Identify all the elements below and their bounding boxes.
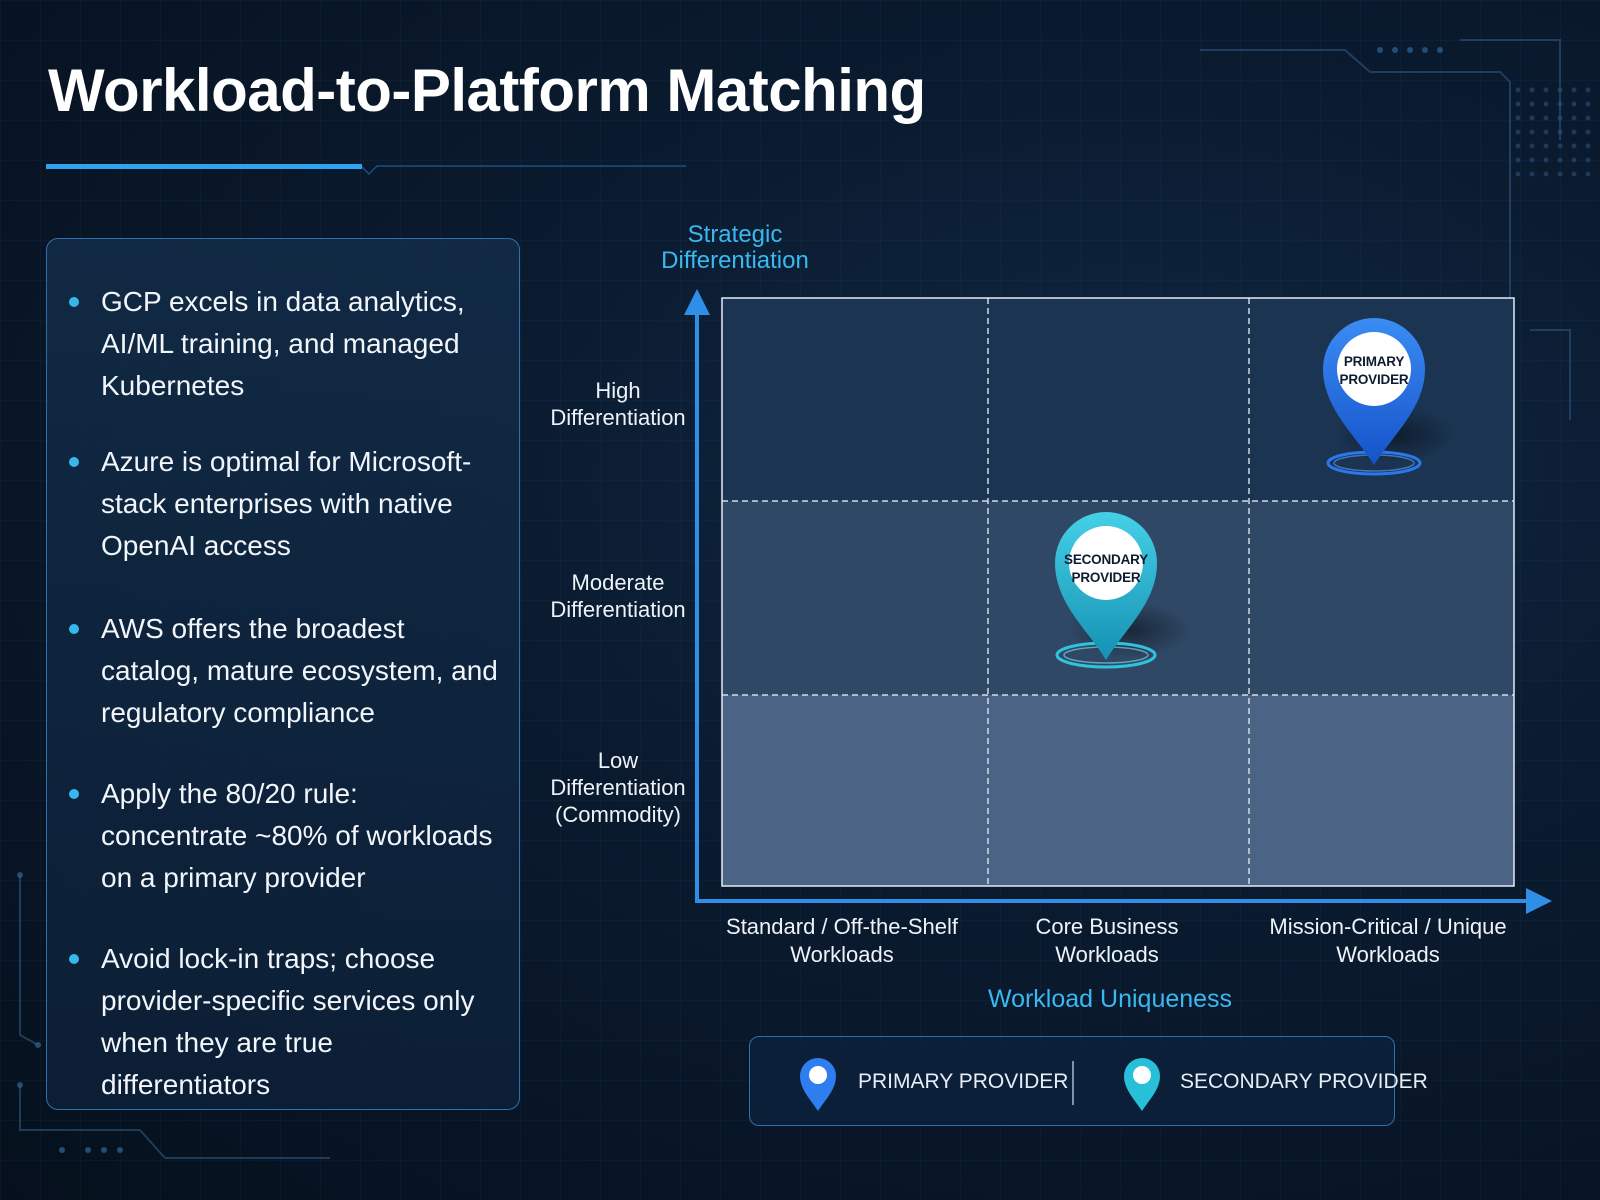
page-title: Workload-to-Platform Matching bbox=[48, 57, 926, 124]
bullet-dot-icon bbox=[69, 297, 79, 307]
bullet-item: Apply the 80/20 rule: concentrate ~80% o… bbox=[69, 773, 499, 899]
column-label-line: Workloads bbox=[1336, 942, 1440, 967]
y-axis-title: Strategic Differentiation bbox=[660, 222, 810, 274]
bullet-dot-icon bbox=[69, 457, 79, 467]
row-label-line: Differentiation bbox=[550, 775, 686, 800]
matrix-border bbox=[721, 297, 1515, 887]
primary-marker-label: Provider bbox=[1340, 372, 1409, 387]
bullet-item: Avoid lock-in traps; choose provider-spe… bbox=[69, 938, 499, 1106]
bullet-item: Azure is optimal for Microsoft-stack ent… bbox=[69, 441, 499, 567]
column-label-line: Standard / Off-the-Shelf bbox=[726, 914, 958, 939]
primary-pin-icon bbox=[800, 1058, 836, 1111]
y-axis-title-line: Differentiation bbox=[661, 247, 809, 274]
row-label-moderate: Moderate Differentiation bbox=[540, 569, 696, 623]
bullet-text: GCP excels in data analytics, AI/ML trai… bbox=[101, 286, 465, 401]
secondary-marker-label: Provider bbox=[1072, 570, 1141, 585]
column-label-mission-critical: Mission-Critical / Unique Workloads bbox=[1268, 913, 1508, 969]
title-underline bbox=[46, 164, 686, 176]
row-label-line: Differentiation bbox=[550, 597, 686, 622]
bullet-text: Azure is optimal for Microsoft-stack ent… bbox=[101, 446, 472, 561]
column-label-line: Workloads bbox=[1055, 942, 1159, 967]
column-label-standard: Standard / Off-the-Shelf Workloads bbox=[722, 913, 962, 969]
bullet-panel: GCP excels in data analytics, AI/ML trai… bbox=[46, 238, 520, 1110]
legend-primary-label: Primary Provider bbox=[858, 1070, 1069, 1093]
column-label-line: Mission-Critical / Unique bbox=[1269, 914, 1507, 939]
primary-provider-marker: Primary Provider bbox=[1323, 318, 1455, 476]
primary-marker-label: Primary bbox=[1344, 354, 1405, 369]
row-label-line: Moderate bbox=[571, 570, 665, 595]
column-label-line: Core Business bbox=[1035, 914, 1179, 939]
row-label-line: Low bbox=[597, 748, 639, 773]
bullet-item: AWS offers the broadest catalog, mature … bbox=[69, 608, 499, 734]
y-axis-arrow-icon bbox=[684, 289, 710, 315]
legend: Primary Provider Secondary Provider bbox=[749, 1036, 1428, 1126]
row-label-low: Low Differentiation (Commodity) bbox=[540, 747, 696, 828]
row-label-line: High bbox=[595, 378, 641, 403]
bullet-dot-icon bbox=[69, 954, 79, 964]
bullet-text: Apply the 80/20 rule: concentrate ~80% o… bbox=[101, 778, 493, 893]
bullet-dot-icon bbox=[69, 789, 79, 799]
bullet-item: GCP excels in data analytics, AI/ML trai… bbox=[69, 281, 499, 407]
row-label-line: Differentiation bbox=[550, 405, 686, 430]
legend-divider bbox=[1072, 1061, 1074, 1105]
row-label-line: (Commodity) bbox=[555, 802, 681, 827]
secondary-marker-label: Secondary bbox=[1064, 552, 1148, 567]
y-axis-title-line: Strategic bbox=[687, 221, 783, 248]
secondary-pin-icon bbox=[1124, 1058, 1160, 1111]
legend-secondary-label: Secondary Provider bbox=[1180, 1070, 1428, 1093]
row-label-high: High Differentiation bbox=[540, 377, 696, 431]
x-axis-title: Workload Uniqueness bbox=[987, 985, 1233, 1013]
bullet-text: AWS offers the broadest catalog, mature … bbox=[101, 613, 498, 728]
column-label-core: Core Business Workloads bbox=[987, 913, 1227, 969]
x-axis-arrow-icon bbox=[1526, 888, 1552, 914]
secondary-provider-marker: Secondary Provider bbox=[1055, 512, 1192, 669]
matrix-row-low bbox=[722, 695, 1514, 886]
column-label-line: Workloads bbox=[790, 942, 894, 967]
bullet-dot-icon bbox=[69, 624, 79, 634]
bullet-text: Avoid lock-in traps; choose provider-spe… bbox=[101, 943, 475, 1100]
